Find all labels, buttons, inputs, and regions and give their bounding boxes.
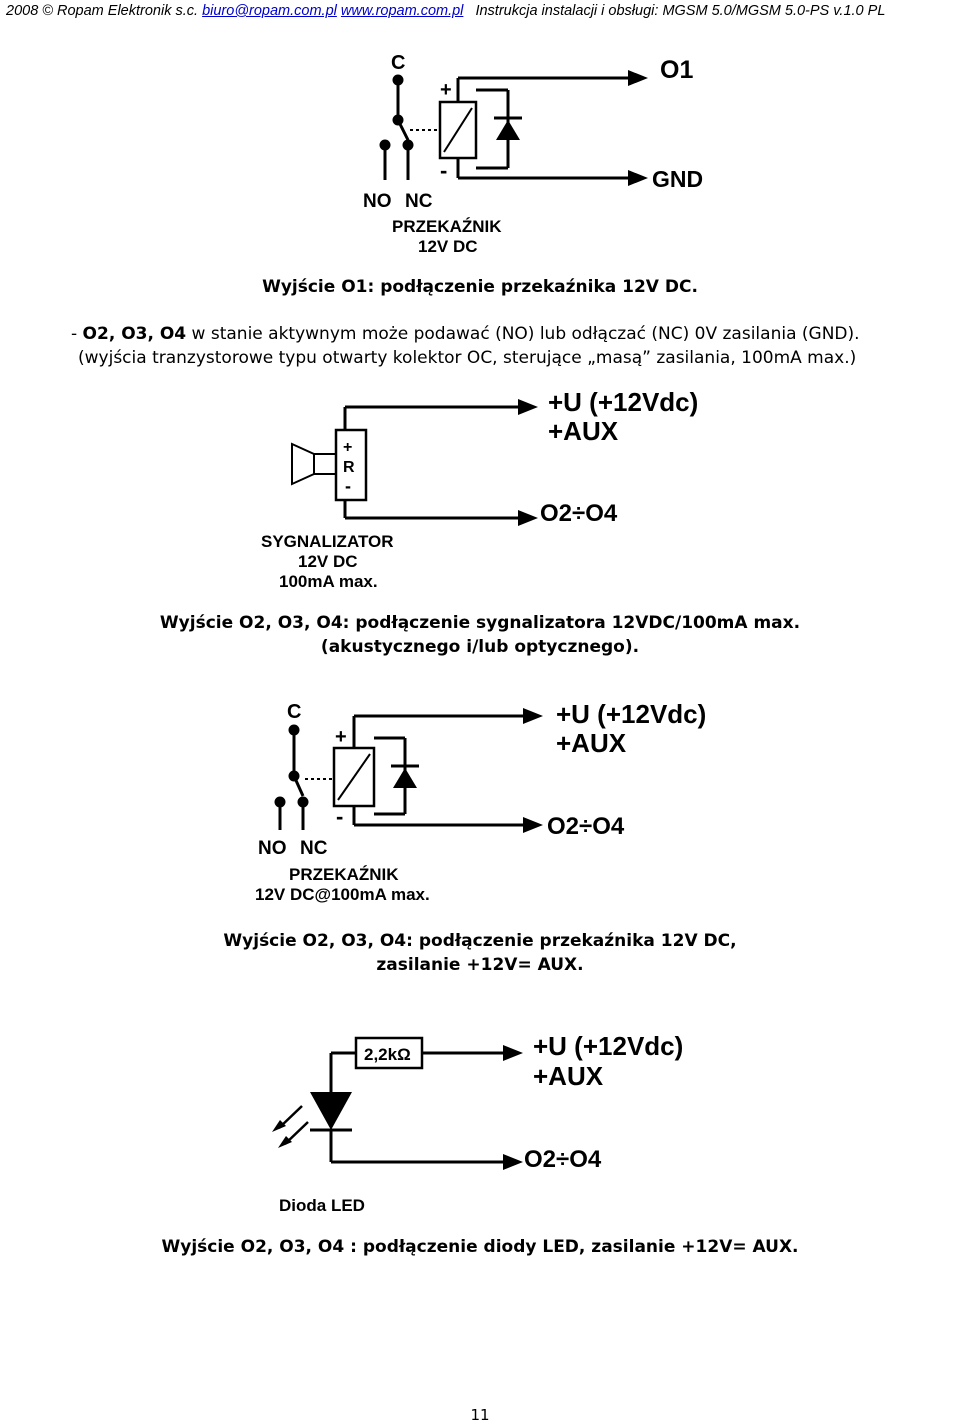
label-aux: +AUX	[533, 1061, 604, 1091]
label-no: NO	[258, 838, 287, 859]
label-u: +U (+12Vdc)	[556, 699, 706, 729]
label-minus: -	[440, 158, 447, 183]
label-o2-o4: O2÷O4	[524, 1146, 602, 1173]
label-no: NO	[363, 191, 392, 212]
relay-voltage: 12V DC	[418, 237, 478, 256]
label-plus: +	[440, 79, 452, 101]
header-email-link[interactable]: biuro@ropam.com.pl	[202, 3, 337, 19]
label-aux: +AUX	[548, 416, 619, 446]
siren-name: SYGNALIZATOR	[261, 532, 394, 551]
fig3-caption-line1: Wyjście O2, O3, O4: podłączenie przekaźn…	[223, 931, 737, 951]
fig4-caption: Wyjście O2, O3, O4 : podłączenie diody L…	[161, 1237, 799, 1257]
header-year: 2008	[6, 3, 39, 19]
copyright-icon: ©	[42, 3, 53, 19]
fig2-caption-line2: (akustycznego i/lub optycznego).	[320, 637, 640, 657]
label-o2-o4: O2÷O4	[547, 813, 625, 840]
siren-voltage: 12V DC	[298, 552, 358, 571]
header-manual-title: Instrukcja instalacji i obsługi: MGSM 5.…	[475, 3, 886, 19]
label-plus: +	[335, 726, 347, 748]
fig1-caption: Wyjście O1: podłączenie przekaźnika 12V …	[262, 277, 698, 297]
led-name: Dioda LED	[279, 1196, 365, 1215]
label-u: +U (+12Vdc)	[548, 387, 698, 417]
header-website-link[interactable]: www.ropam.com.pl	[340, 3, 464, 19]
label-o2-o4: O2÷O4	[540, 500, 618, 527]
label-nc: NC	[405, 191, 433, 212]
label-nc: NC	[300, 838, 328, 859]
siren-r: R	[343, 459, 355, 476]
relay-o2-o4-diagram: C + - NO NC +U (+12Vdc) +AUX O2÷O4 PRZEK…	[255, 699, 706, 904]
label-aux: +AUX	[556, 728, 627, 758]
outputs-bold: O2, O3, O4	[82, 324, 187, 344]
label-minus: -	[336, 804, 343, 829]
relay-o1-diagram: C + - NO NC O1 GND PRZEKAŹNIK 12V DC	[363, 52, 703, 256]
label-c: C	[287, 701, 301, 723]
fig3-caption-line2: zasilanie +12V= AUX.	[376, 955, 584, 975]
label-gnd: GND	[652, 166, 703, 192]
resistor-label: 2,2kΩ	[364, 1045, 411, 1064]
relay-name: PRZEKAŹNIK	[392, 217, 502, 236]
relay-spec: 12V DC@100mA max.	[255, 885, 430, 904]
siren-diagram: + R - +U (+12Vdc) +AUX O2÷O4 SYGNALIZATO…	[261, 387, 698, 591]
label-u: +U (+12Vdc)	[533, 1031, 683, 1061]
siren-current: 100mA max.	[279, 572, 378, 591]
header-company: Ropam Elektronik s.c.	[57, 3, 199, 19]
page-number: 11	[470, 1406, 490, 1424]
label-c: C	[391, 52, 405, 74]
page-header: 2008 © Ropam Elektronik s.c. biuro@ropam…	[6, 3, 956, 19]
fig2-caption-line1: Wyjście O2, O3, O4: podłączenie sygnaliz…	[159, 613, 801, 633]
siren-plus: +	[343, 439, 352, 456]
siren-minus: -	[345, 476, 351, 496]
label-o1: O1	[660, 56, 693, 84]
outputs-description-line2: (wyjścia tranzystorowe typu otwarty kole…	[78, 348, 857, 368]
outputs-description-line1: - O2, O3, O4 w stanie aktywnym może poda…	[71, 324, 860, 344]
relay-name: PRZEKAŹNIK	[289, 865, 399, 884]
led-diagram: 2,2kΩ +U (+12Vdc) +AUX O2÷O4 Dioda LED	[272, 1031, 683, 1215]
